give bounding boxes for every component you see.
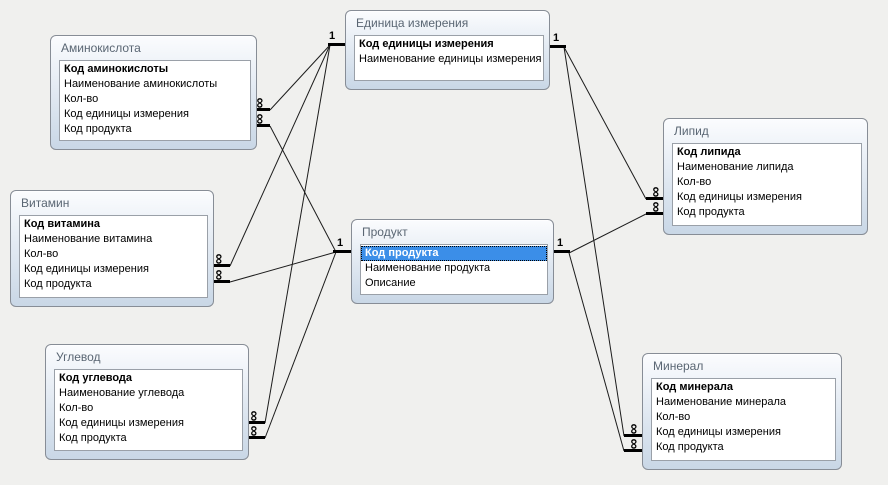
cardinality-many-label: ∞: [245, 425, 263, 437]
field-row[interactable]: Наименование витамина: [24, 233, 153, 245]
field-row[interactable]: Наименование углевода: [59, 387, 185, 399]
field-row[interactable]: Код продукта: [24, 278, 92, 290]
cardinality-many-label: ∞: [647, 186, 665, 198]
cardinality-one-label: 1: [553, 32, 560, 44]
relationship-endpoint-bar[interactable]: [624, 449, 642, 452]
relationship-line[interactable]: [563, 46, 625, 437]
relationship-endpoint-bar[interactable]: [646, 197, 663, 200]
field-row[interactable]: Наименование единицы измерения: [359, 53, 542, 65]
field-row[interactable]: Кол-во: [677, 176, 712, 188]
field-row[interactable]: Кол-во: [656, 411, 691, 423]
relationship-line[interactable]: [563, 46, 647, 200]
field-row[interactable]: Код липида: [677, 146, 741, 158]
cardinality-one-label: 1: [557, 237, 564, 249]
relationship-endpoint-bar[interactable]: [253, 124, 270, 127]
field-row[interactable]: Код единицы измерения: [359, 38, 494, 50]
relationship-endpoint-bar[interactable]: [333, 250, 351, 253]
field-row[interactable]: Код продукта: [64, 123, 132, 135]
relationship-line[interactable]: [229, 251, 337, 283]
field-row[interactable]: Код минерала: [656, 381, 733, 393]
relationship-endpoint-bar[interactable]: [247, 421, 265, 424]
field-row[interactable]: Наименование аминокислоты: [64, 78, 218, 90]
field-row[interactable]: Код продукта: [59, 432, 127, 444]
cardinality-many-label: ∞: [647, 201, 665, 213]
field-row[interactable]: Кол-во: [24, 248, 59, 260]
relationship-endpoint-bar[interactable]: [552, 250, 570, 253]
field-row[interactable]: Код единицы измерения: [24, 263, 149, 275]
table-title[interactable]: Единица измерения: [356, 16, 469, 30]
field-row[interactable]: Код углевода: [59, 372, 133, 384]
relationship-endpoint-bar[interactable]: [212, 280, 230, 283]
field-row[interactable]: Код продукта: [656, 441, 724, 453]
field-row[interactable]: Код единицы измерения: [59, 417, 184, 429]
relationship-endpoint-bar[interactable]: [328, 43, 346, 46]
field-row[interactable]: Код единицы измерения: [64, 108, 189, 120]
field-row[interactable]: Наименование липида: [677, 161, 794, 173]
table-title[interactable]: Аминокислота: [61, 41, 141, 55]
field-row[interactable]: Код продукта: [361, 246, 547, 261]
field-row[interactable]: Кол-во: [59, 402, 94, 414]
field-row[interactable]: Код витамина: [24, 218, 101, 230]
relationship-line[interactable]: [269, 125, 337, 253]
relationship-line[interactable]: [264, 44, 331, 424]
field-row[interactable]: Код аминокислоты: [64, 63, 169, 75]
cardinality-many-label: ∞: [625, 438, 643, 450]
field-row[interactable]: Наименование минерала: [656, 396, 786, 408]
relationship-line[interactable]: [269, 44, 331, 111]
cardinality-many-label: ∞: [210, 253, 228, 265]
table-title[interactable]: Продукт: [362, 225, 408, 239]
field-row[interactable]: Код единицы измерения: [656, 426, 781, 438]
relationship-line[interactable]: [264, 251, 337, 439]
cardinality-many-label: ∞: [245, 410, 263, 422]
cardinality-many-label: ∞: [210, 269, 228, 281]
field-row[interactable]: Наименование продукта: [365, 262, 491, 274]
cardinality-many-label: ∞: [625, 423, 643, 435]
field-row[interactable]: Код единицы измерения: [677, 191, 802, 203]
relationship-endpoint-bar[interactable]: [212, 264, 230, 267]
field-row[interactable]: Код продукта: [677, 206, 745, 218]
relationship-line[interactable]: [568, 252, 625, 452]
table-title[interactable]: Липид: [674, 124, 709, 138]
relationship-endpoint-bar[interactable]: [247, 436, 265, 439]
table-title[interactable]: Витамин: [21, 196, 70, 210]
table-title[interactable]: Минерал: [653, 359, 704, 373]
relationship-endpoint-bar[interactable]: [253, 108, 270, 111]
relationship-line[interactable]: [229, 44, 331, 267]
relationship-endpoint-bar[interactable]: [548, 45, 566, 48]
field-row[interactable]: Кол-во: [64, 93, 99, 105]
cardinality-one-label: 1: [337, 237, 344, 249]
relationship-endpoint-bar[interactable]: [624, 434, 642, 437]
relationship-line[interactable]: [568, 213, 647, 254]
table-title[interactable]: Углевод: [56, 350, 101, 364]
cardinality-one-label: 1: [329, 30, 336, 42]
relationship-endpoint-bar[interactable]: [646, 212, 663, 215]
field-row[interactable]: Описание: [365, 277, 416, 289]
